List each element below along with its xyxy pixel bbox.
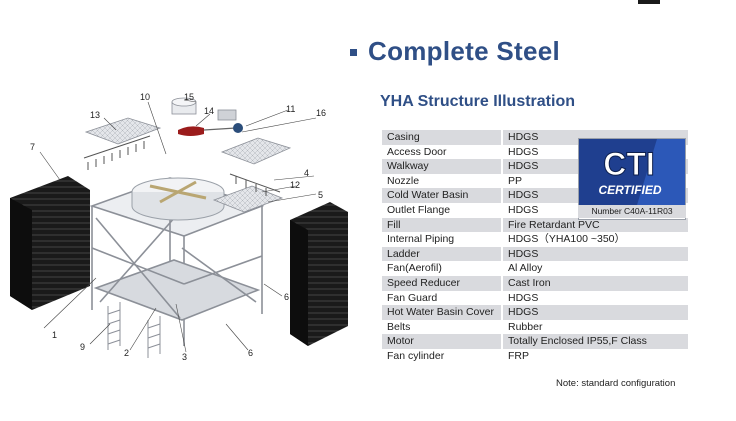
fan-cylinder	[131, 177, 225, 221]
ladder	[107, 302, 161, 358]
spec-part-cell: Outlet Flange	[382, 202, 503, 218]
spec-material-cell: FRP	[502, 348, 688, 364]
callout-1: 1	[52, 330, 57, 340]
spec-material-cell: HDGS	[502, 290, 688, 306]
callout-4: 4	[304, 168, 309, 178]
motor-assembly	[171, 97, 243, 136]
panel-top-right	[220, 137, 292, 165]
spec-material-cell: Totally Enclosed IP55,F Class	[502, 334, 688, 349]
cti-logo-text: CTI	[603, 146, 655, 182]
callout-12: 12	[290, 180, 300, 190]
heading-bullet-icon	[350, 49, 357, 56]
callout-15: 15	[184, 92, 194, 102]
spec-part-cell: Speed Reducer	[382, 275, 503, 291]
spec-part-cell: Fan cylinder	[382, 348, 503, 364]
spec-part-cell: Walkway	[382, 159, 503, 174]
callout-2: 2	[124, 348, 129, 358]
panel-top-left	[84, 117, 162, 145]
subheading: YHA Structure Illustration	[380, 93, 575, 110]
callout-labels: 1 2 3 4 5 6 6 7 9 10 11 12 13 14 15 16	[30, 92, 326, 362]
callout-14: 14	[204, 106, 214, 116]
cti-number: Number C40A-11R03	[578, 205, 686, 218]
spec-material-cell: Fire Retardant PVC	[502, 217, 688, 233]
corner-mark	[638, 0, 660, 4]
spec-part-cell: Cold Water Basin	[382, 188, 503, 203]
panel-deck	[212, 185, 284, 213]
spec-material-cell: HDGS	[502, 305, 688, 320]
spec-material-cell: HDGS	[502, 246, 688, 262]
spec-part-cell: Fan(Aerofil)	[382, 261, 503, 276]
spec-part-cell: Casing	[382, 130, 503, 145]
spec-part-cell: Motor	[382, 334, 503, 349]
callout-11: 11	[286, 104, 295, 114]
callout-9: 9	[80, 342, 85, 352]
spec-part-cell: Ladder	[382, 246, 503, 262]
spec-part-cell: Fan Guard	[382, 290, 503, 306]
cti-certified-badge: CTI CERTIFIED	[578, 138, 686, 220]
spec-part-cell: Hot Water Basin Cover	[382, 305, 503, 320]
callout-16: 16	[316, 108, 326, 118]
leader-lines	[39, 99, 317, 353]
fill-block-right	[290, 202, 348, 346]
footnote: Note: standard configuration	[556, 378, 676, 389]
callout-10: 10	[140, 92, 150, 102]
spec-part-cell: Access Door	[382, 144, 503, 160]
callout-5: 5	[318, 190, 323, 200]
spec-material-cell: Cast Iron	[502, 275, 688, 291]
callout-6a: 6	[284, 292, 289, 302]
callout-3: 3	[182, 352, 187, 362]
spec-material-cell: HDGS（YHA100 ~350）	[502, 232, 688, 247]
cti-certified-text: CERTIFIED	[598, 183, 661, 197]
spec-part-cell: Fill	[382, 217, 503, 233]
heading-text: Complete Steel	[368, 36, 561, 66]
nozzle-array	[83, 135, 281, 196]
callout-13: 13	[90, 110, 100, 120]
spec-material-cell: Al Alloy	[502, 261, 688, 276]
spec-part-cell: Internal Piping	[382, 232, 503, 247]
cooling-tower-illustration: 1 2 3 4 5 6 6 7 9 10 11 12 13 14 15 16	[10, 92, 348, 362]
page-heading: Complete Steel	[350, 36, 560, 67]
callout-7: 7	[30, 142, 35, 152]
fill-block-left	[10, 176, 90, 310]
spec-row: Fan(Aerofil)Al Alloy	[382, 261, 688, 276]
spec-part-cell: Nozzle	[382, 173, 503, 189]
callout-6b: 6	[248, 348, 253, 358]
spec-material-cell: Rubber	[502, 319, 688, 335]
cti-logo-icon: CTI CERTIFIED	[579, 139, 685, 205]
spec-part-cell: Belts	[382, 319, 503, 335]
